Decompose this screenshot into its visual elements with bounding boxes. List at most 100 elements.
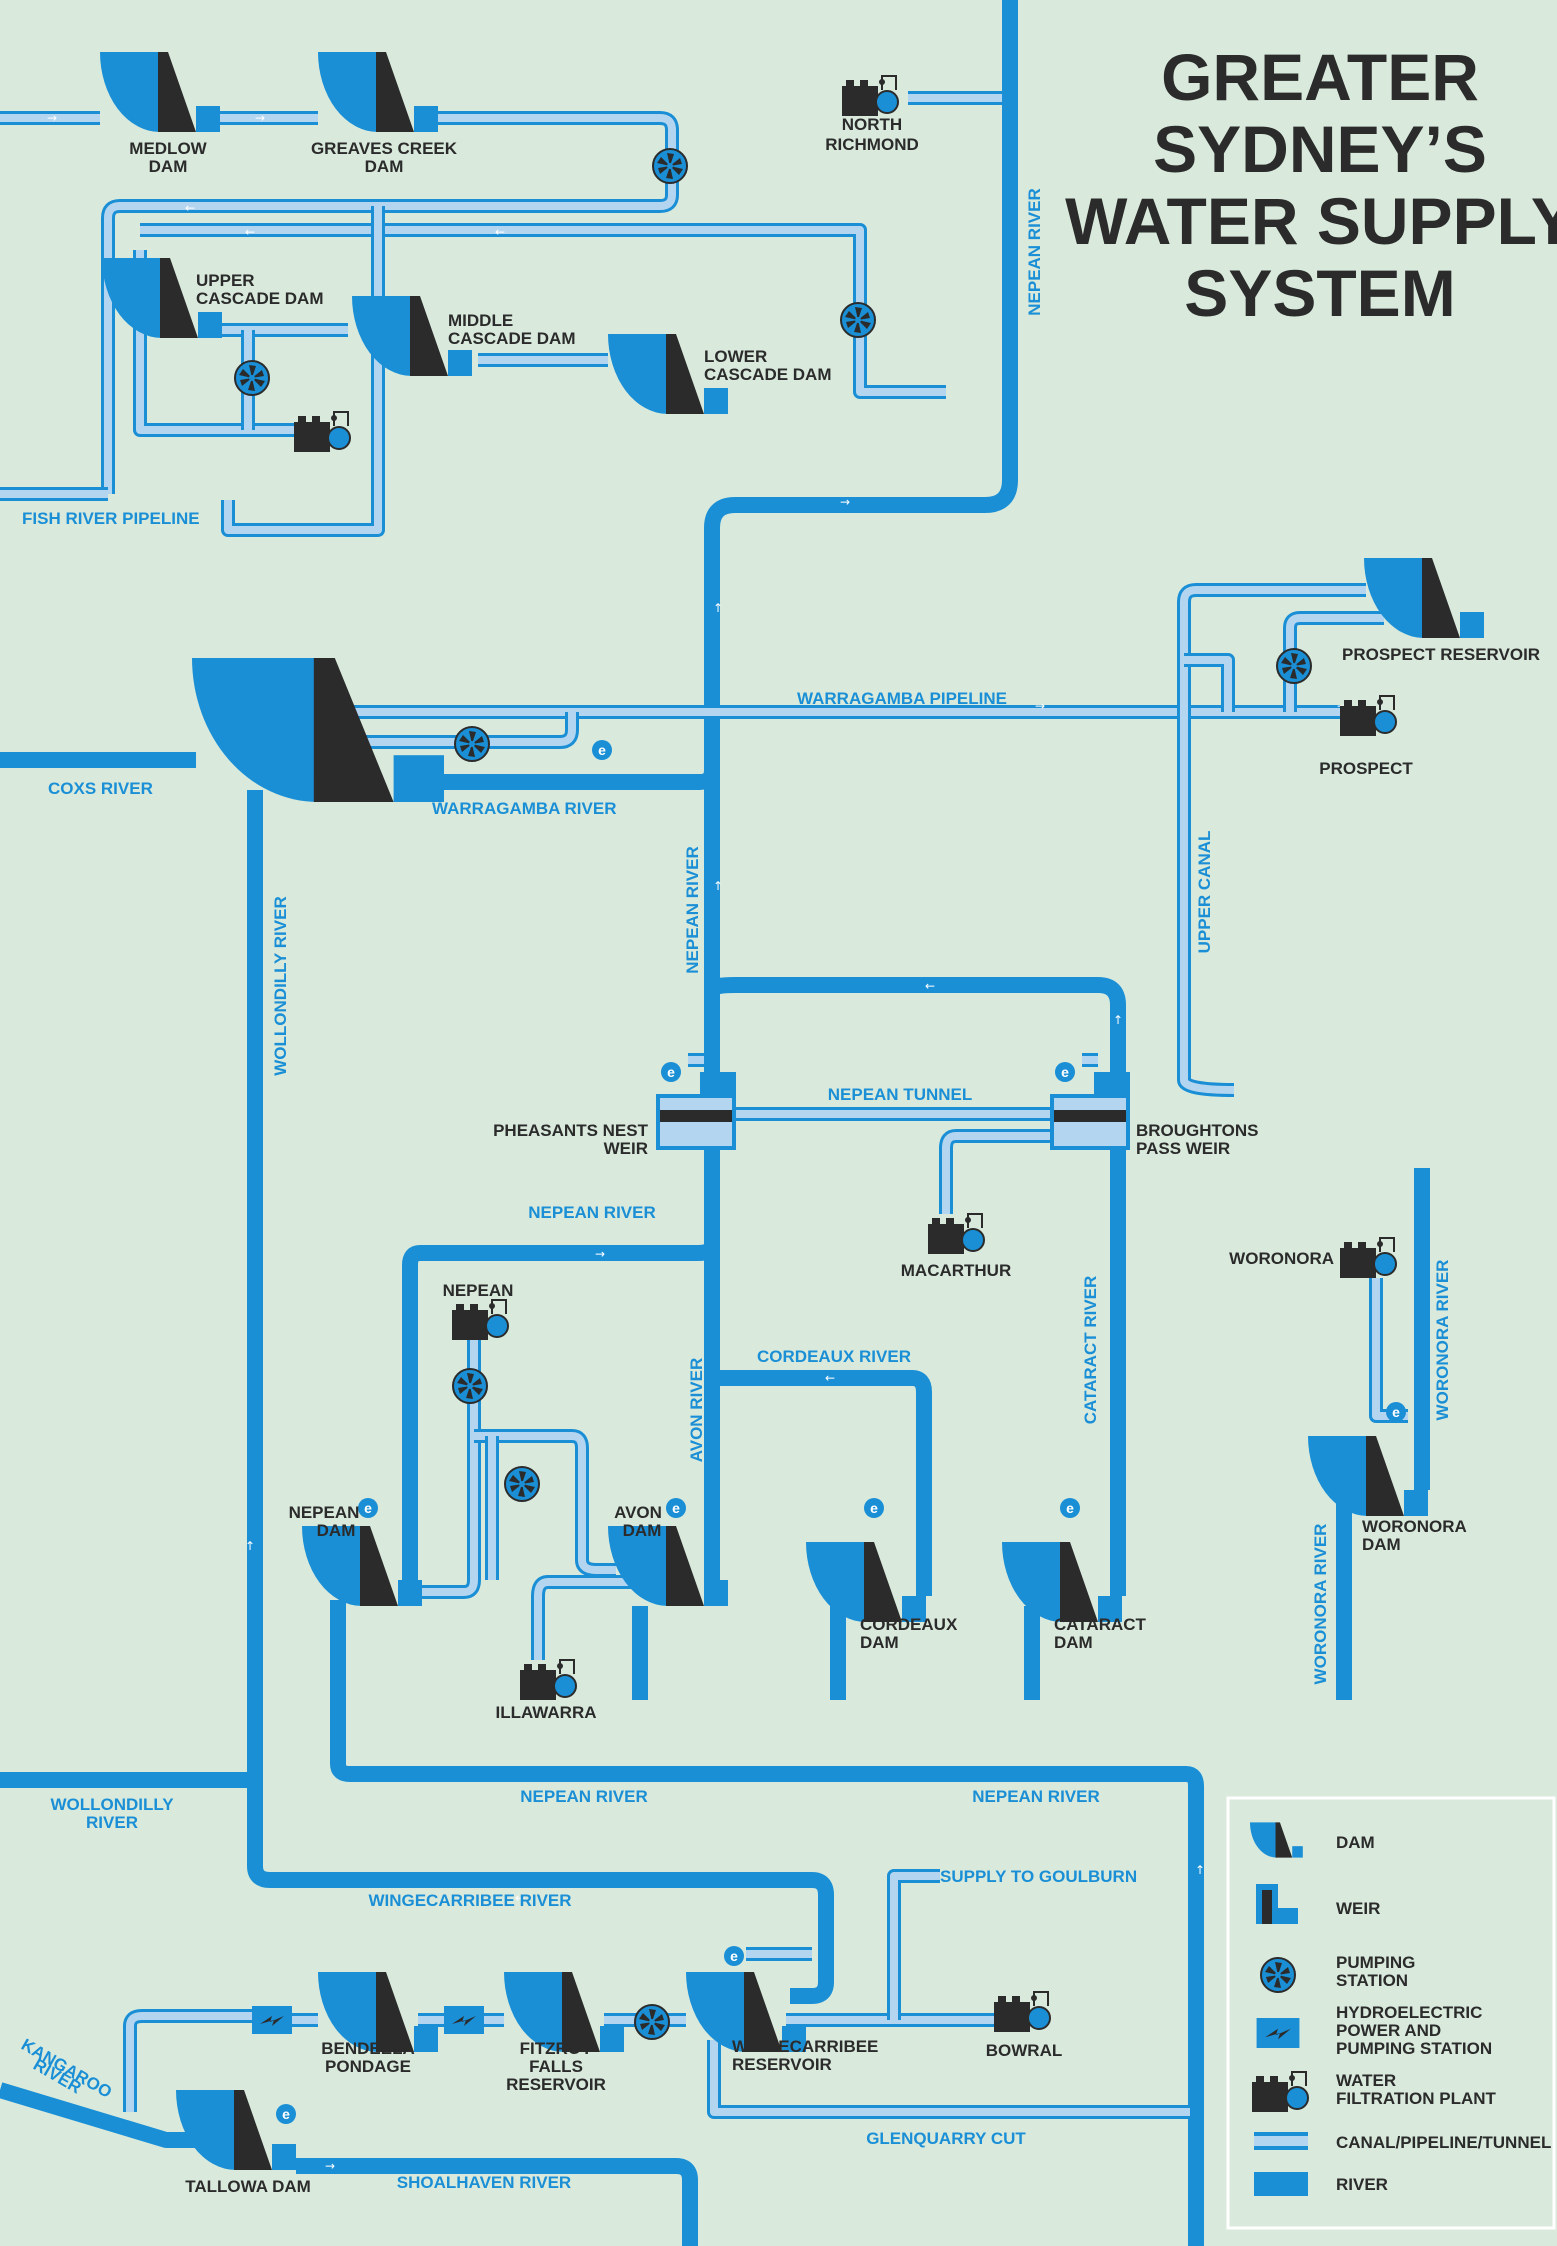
nepean-river-top-label: NEPEAN RIVER [1025,188,1044,316]
cordeaux-dam-icon [806,1542,926,1622]
hydro-outlet-icon [724,1946,744,1966]
legend-weir-icon [1256,1884,1298,1924]
upper-canal-link [1184,653,1235,712]
prospect-reservoir-label: PROSPECT RESERVOIR [1342,645,1540,664]
cataract-dam-label: CATARACT [1054,1615,1147,1634]
legend-pump-label: PUMPING [1336,1953,1415,1972]
illawarra-pipe [531,1575,640,1660]
river-layer [0,0,1430,2246]
cascade-wfp-icon [293,411,351,453]
legend-wfp-label: WATER [1336,2071,1396,2090]
legend-pump-icon [1260,1957,1296,1993]
hydro-outlet-icon [1055,1062,1075,1082]
legend-pump-label-2: STATION [1336,1971,1408,1990]
broughtons-label: BROUGHTONS [1136,1121,1258,1140]
medlow-dam-label-2: DAM [149,157,188,176]
nepean-wfp-icon [451,1299,509,1341]
legend: DAM WEIR PUMPING STATION HYDROELECTRIC P… [1226,1796,1556,2230]
legend-river-icon [1254,2172,1308,2196]
flow-arrow: → [1035,699,1045,713]
legend-river-label: RIVER [1336,2175,1388,2194]
flow-arrow: ↑ [713,879,723,893]
bendeela-feed [123,2009,252,2112]
prospect-wfp-icon [1339,695,1397,737]
upper-cascade-label: UPPER [196,271,255,290]
legend-box [1226,1796,1556,2230]
tallowa-dam-icon [176,2090,296,2170]
wollondilly-river [247,790,834,2004]
hydro-outlet-icon [276,2104,296,2124]
hydroelectric-station-icon [252,2006,292,2034]
nepean-tunnel-label: NEPEAN TUNNEL [828,1085,973,1104]
coxs-river-label: COXS RIVER [48,779,153,798]
hydro-outlet-icon [1386,1402,1406,1422]
woronora-dam-label: WORONORA [1362,1517,1467,1536]
woronora-wfp-icon [1339,1237,1397,1279]
avon-dam-label: AVON [614,1503,662,1522]
legend-canal-icon [1254,2132,1308,2150]
pump-station-icon [452,1368,488,1404]
flow-arrow: → [325,2159,335,2173]
cordeaux-dam-label-2: DAM [860,1633,899,1652]
pump-station-icon [234,360,270,396]
hydro-outlet-icon [666,1498,686,1518]
middle-cascade-label: MIDDLE [448,311,513,330]
fish-river-pipeline-label: FISH RIVER PIPELINE [22,509,200,528]
title-line-4: SYSTEM [1184,256,1455,330]
flow-arrow: → [255,111,265,125]
supply-goulburn-label: SUPPLY TO GOULBURN [940,1867,1137,1886]
warragamba-river [416,769,720,790]
wollondilly-river-label-2: RIVER [86,1813,138,1832]
broughtons-outlet [1094,1072,1130,1098]
fitzroy-label: FITZROY [520,2039,593,2058]
macarthur-label: MACARTHUR [901,1261,1011,1280]
flow-arrow: → [840,495,850,509]
hydro-outlet-icon [1060,1498,1080,1518]
greaves-creek-dam-icon [318,52,438,132]
flow-arrow: ← [515,1891,525,1905]
upper-cascade-label-2: CASCADE DAM [196,289,324,308]
woronora-pipe [1369,1278,1408,1423]
cataract-dam-icon [1002,1542,1122,1622]
legend-canal-label: CANAL/PIPELINE/TUNNEL [1336,2133,1551,2152]
legend-hydro-label: HYDROELECTRIC [1336,2003,1482,2022]
wingecarribee-res-label: WINGECARRIBEE [732,2037,878,2056]
prospect-label: PROSPECT [1319,759,1413,778]
woronora-river-right-label: WORONORA RIVER [1433,1260,1452,1421]
woronora-dam-icon [1308,1436,1428,1516]
cataract-dam-label-2: DAM [1054,1633,1093,1652]
fitzroy-label-3: RESERVOIR [506,2075,606,2094]
greaves-creek-label-2: DAM [365,157,404,176]
lower-cascade-label-2: CASCADE DAM [704,365,832,384]
flow-arrow: ↑ [1195,1863,1205,1877]
flow-arrow: ↑ [245,1539,255,1553]
legend-dam-label: DAM [1336,1833,1375,1852]
pump-station-icon [840,302,876,338]
macarthur-pipe [939,1129,1050,1214]
pipeline-layer [0,91,1408,2119]
illawarra-wfp-icon [519,1659,577,1701]
cataract-river-label: CATARACT RIVER [1081,1276,1100,1425]
tallowa-label: TALLOWA DAM [185,2177,311,2196]
nepean-river-bottom-left-label: NEPEAN RIVER [520,1787,648,1806]
cordeaux-river-label: CORDEAUX RIVER [757,1347,911,1366]
flow-arrow: → [47,111,57,125]
illawarra-label: ILLAWARRA [495,1703,596,1722]
avon-river-label: AVON RIVER [687,1358,706,1463]
cordeaux-river [712,1370,932,1596]
legend-hydro-label-3: PUMPING STATION [1336,2039,1492,2058]
upper-canal-label: UPPER CANAL [1195,831,1214,954]
woronora-dam-label-2: DAM [1362,1535,1401,1554]
north-richmond-label: NORTH [842,115,902,134]
avon-dam-label-2: DAM [623,1521,662,1540]
nepean-river-mid-label: NEPEAN RIVER [683,846,702,974]
bowral-label: BOWRAL [986,2041,1062,2060]
upper-canal [1177,583,1366,1097]
hydro-outlet-icon [358,1498,378,1518]
bendeela-label-2: PONDAGE [325,2057,411,2076]
woronora-wfp-label: WORONORA [1229,1249,1334,1268]
pump-station-icon [504,1466,540,1502]
flow-arrow: → [595,1247,605,1261]
cascade-return [221,206,385,537]
